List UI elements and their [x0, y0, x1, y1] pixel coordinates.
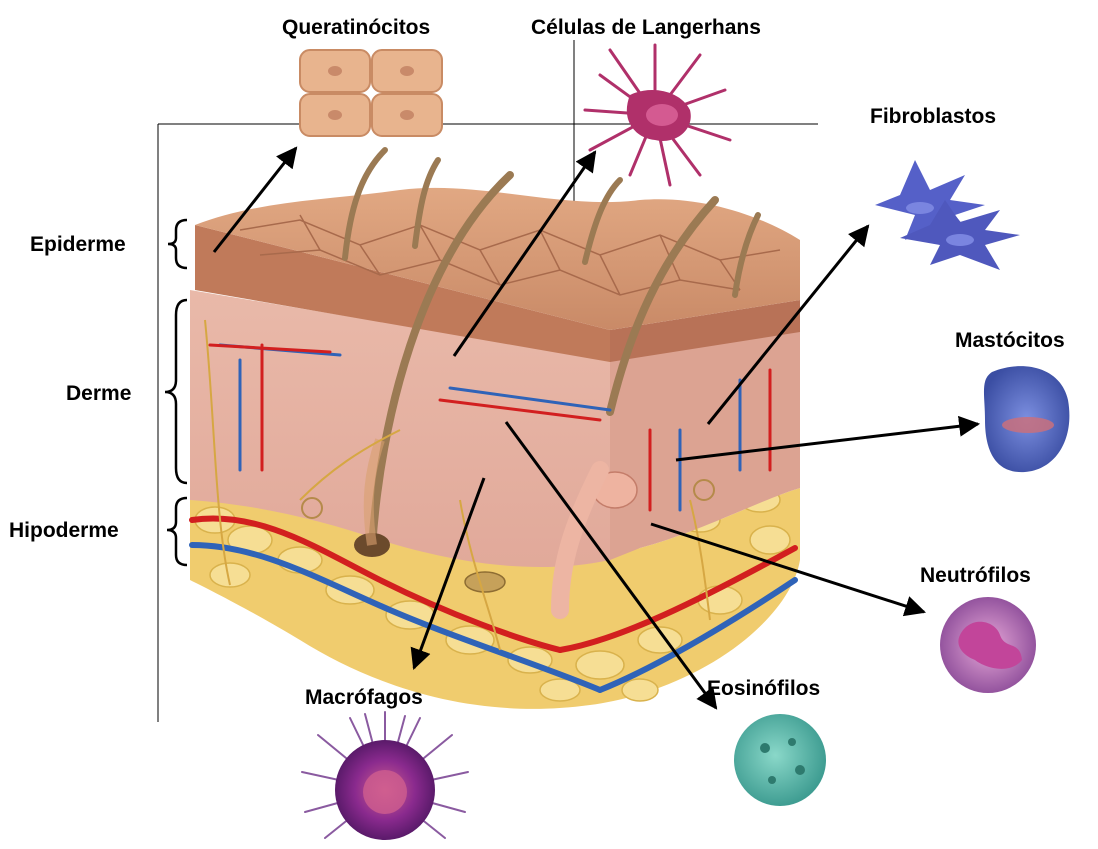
- label-hypodermis: Hipoderme: [9, 520, 119, 541]
- label-eosinophils: Eosinófilos: [707, 678, 820, 699]
- label-mast-cells: Mastócitos: [955, 330, 1065, 351]
- macrophage-cell: [302, 712, 468, 840]
- layer-braces: [165, 220, 187, 565]
- brace-dermis: [165, 300, 187, 483]
- label-epidermis: Epiderme: [30, 234, 126, 255]
- label-keratinocytes: Queratinócitos: [282, 17, 430, 38]
- keratinocyte-cells: [300, 50, 442, 136]
- brace-hypodermis: [167, 498, 187, 565]
- eosinophil-cell: [734, 714, 826, 806]
- label-neutrophils: Neutrófilos: [920, 565, 1031, 586]
- label-fibroblasts: Fibroblastos: [870, 106, 996, 127]
- langerhans-cell: [585, 45, 730, 185]
- label-dermis: Derme: [66, 383, 131, 404]
- brace-epidermis: [168, 220, 187, 268]
- fibroblast-cells: [875, 160, 1020, 270]
- label-macrophages: Macrófagos: [305, 687, 423, 708]
- label-langerhans: Células de Langerhans: [531, 17, 761, 38]
- skin-block: [190, 150, 800, 709]
- neutrophil-cell: [940, 597, 1036, 693]
- mast-cell: [984, 366, 1069, 472]
